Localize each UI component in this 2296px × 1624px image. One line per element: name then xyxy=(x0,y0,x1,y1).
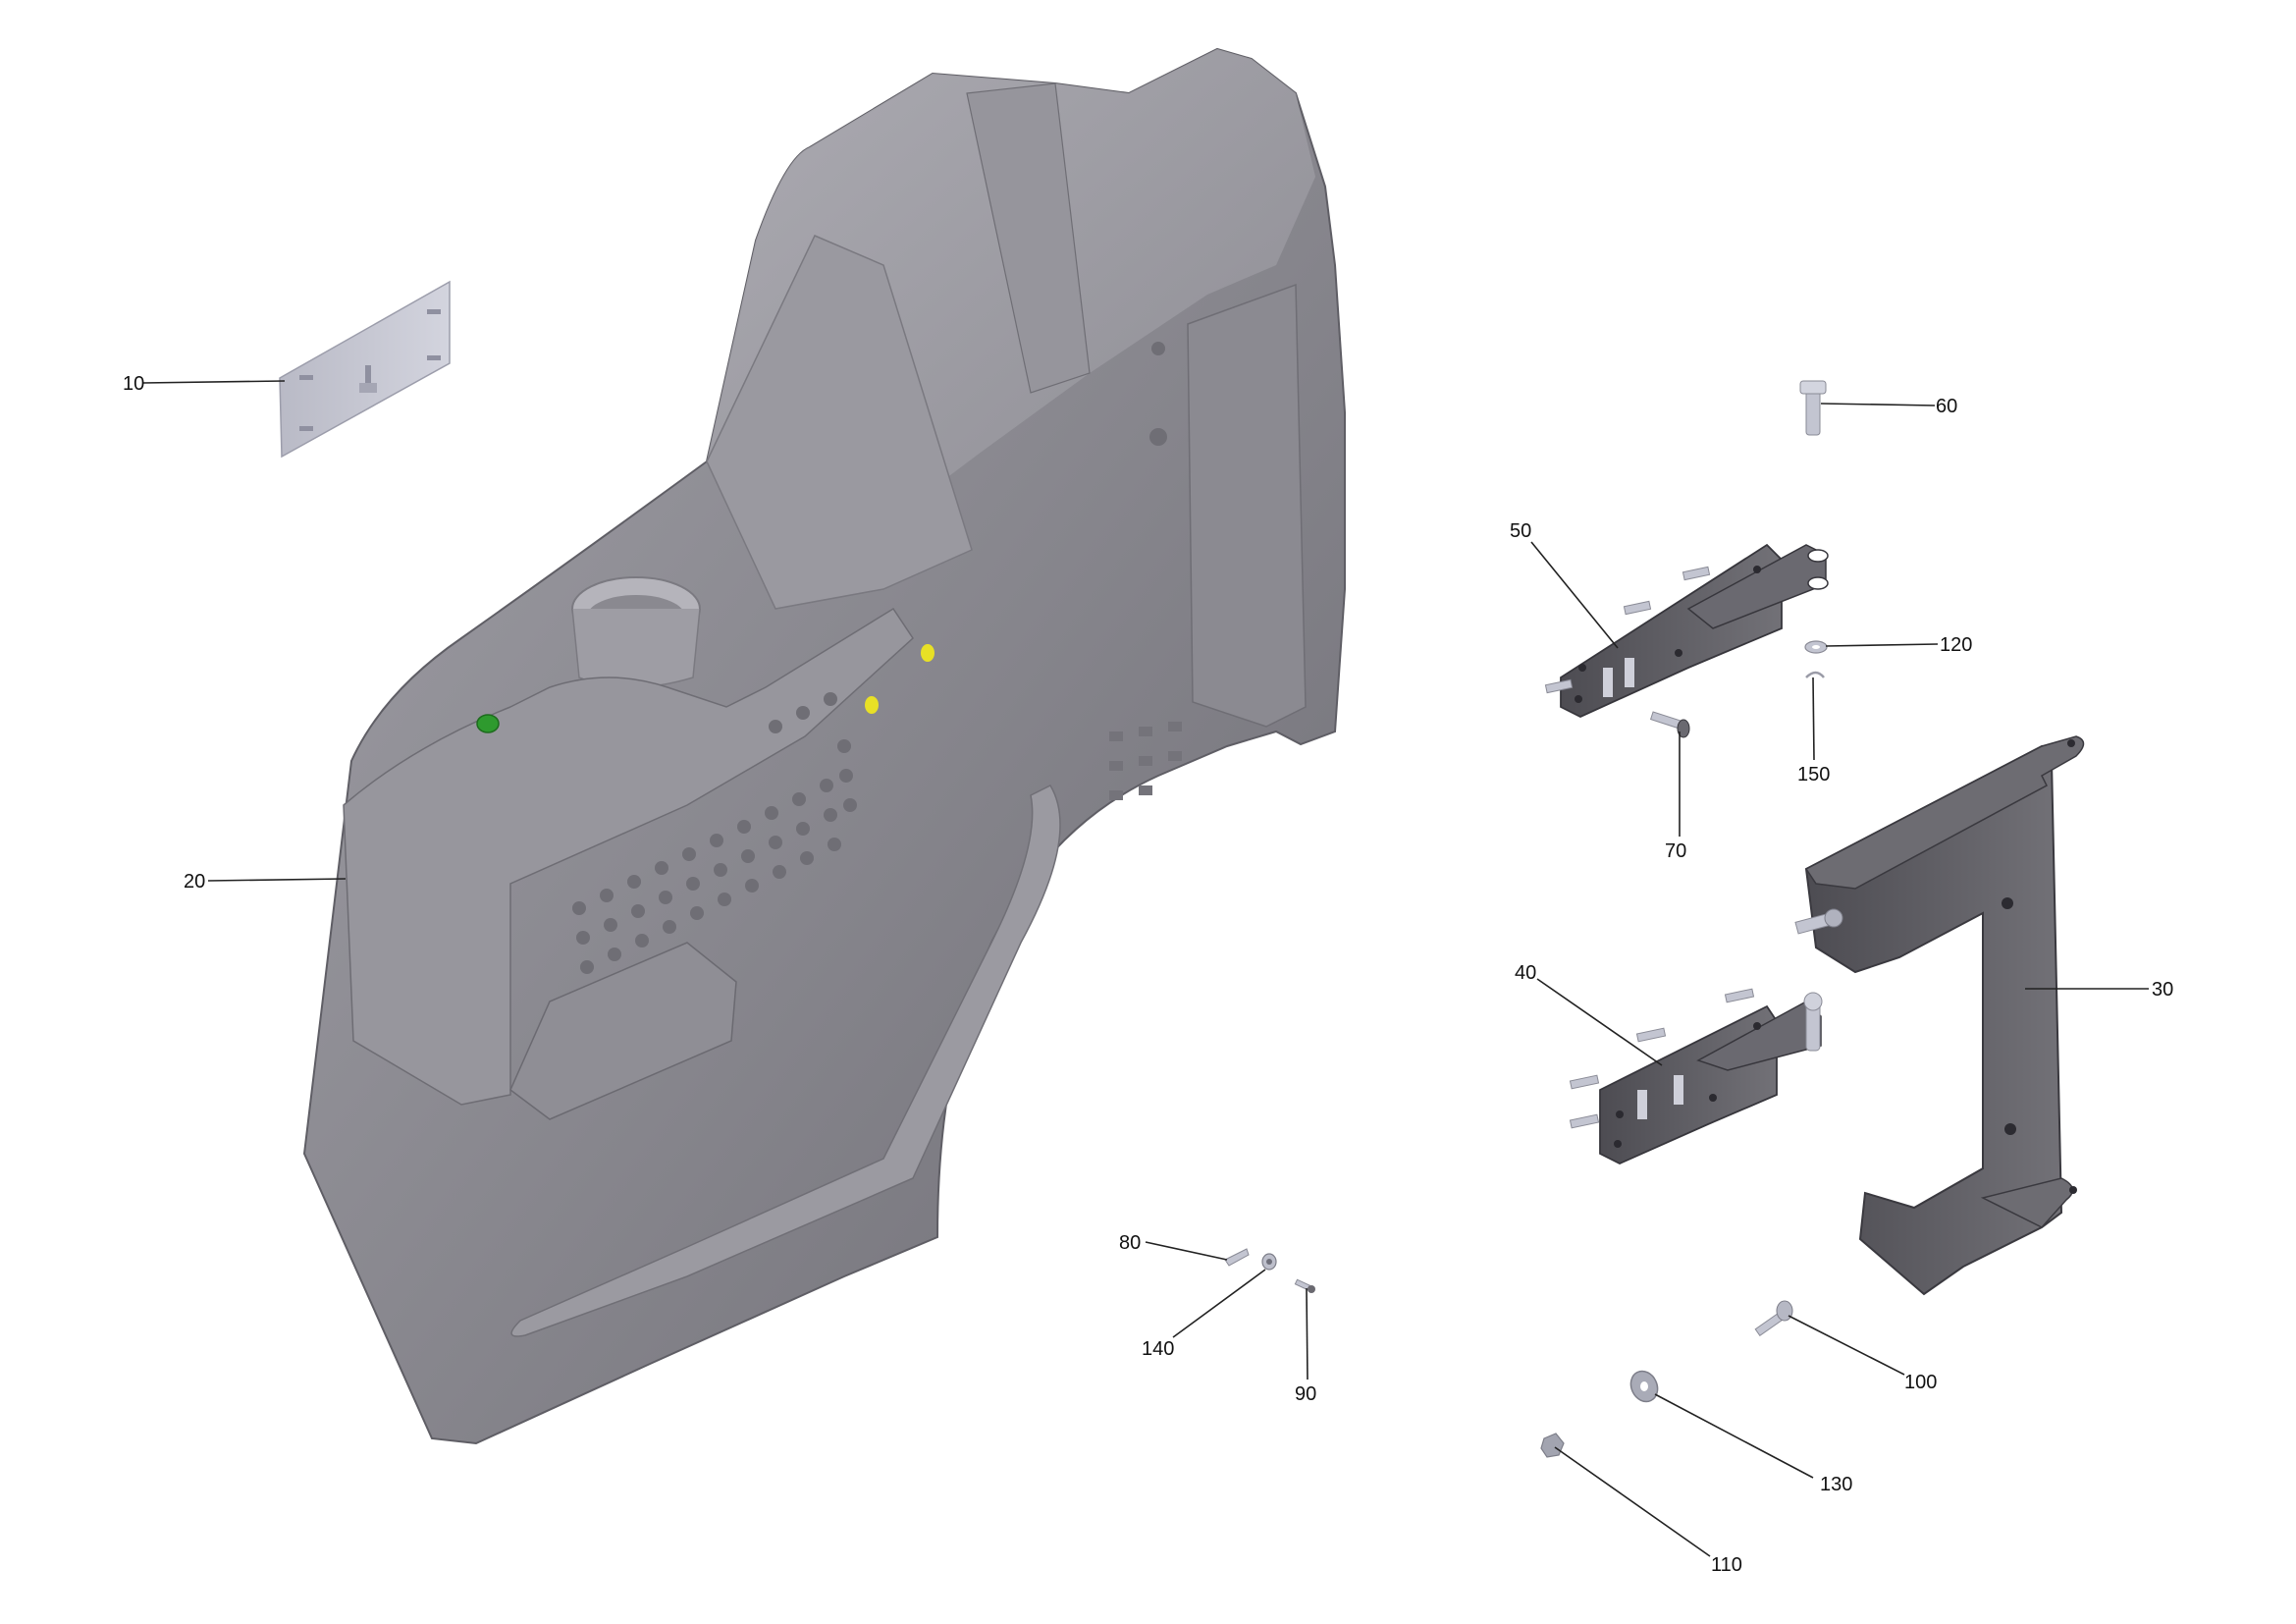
callout-140: 140 xyxy=(1142,1338,1174,1360)
callout-80: 80 xyxy=(1119,1232,1141,1254)
callout-50: 50 xyxy=(1510,520,1531,542)
part-140-washer xyxy=(1261,1253,1277,1271)
callout-labels: 10 20 30 40 50 60 70 80 90 100 110 120 1… xyxy=(123,373,2173,1576)
part-60-bolt xyxy=(1799,380,1827,436)
part-110-nut xyxy=(1540,1433,1565,1458)
callout-100: 100 xyxy=(1904,1372,1937,1393)
callout-130: 130 xyxy=(1820,1474,1852,1495)
part-50-hinge xyxy=(1544,543,1829,718)
callout-120: 120 xyxy=(1940,634,1972,656)
leader-lines xyxy=(141,380,2149,1557)
part-30-c-bracket xyxy=(1794,735,2085,1296)
part-130-washer xyxy=(1629,1370,1659,1403)
green-marker-icon xyxy=(476,714,500,733)
part-100-bolt xyxy=(1754,1300,1793,1337)
part-90-screw xyxy=(1294,1278,1315,1293)
callout-110: 110 xyxy=(1711,1554,1742,1576)
part-10-plate xyxy=(279,280,451,459)
grille-holes xyxy=(572,692,857,974)
callout-20: 20 xyxy=(184,871,205,893)
part-70-bolt xyxy=(1649,711,1690,738)
yellow-marker-icon xyxy=(921,644,934,662)
part-20-fender-housing xyxy=(302,47,1346,1445)
part-120-washer xyxy=(1804,640,1828,654)
part-150-clip xyxy=(1805,671,1825,678)
callout-90: 90 xyxy=(1295,1383,1316,1405)
callout-40: 40 xyxy=(1515,962,1536,984)
part-80-pin xyxy=(1224,1248,1250,1267)
callout-70: 70 xyxy=(1665,840,1686,862)
callout-60: 60 xyxy=(1936,396,1957,417)
yellow-marker-icon xyxy=(865,696,879,714)
part-40-hinge xyxy=(1569,988,1823,1164)
callout-30: 30 xyxy=(2152,979,2173,1001)
callout-150: 150 xyxy=(1797,764,1830,785)
callout-10: 10 xyxy=(123,373,144,395)
